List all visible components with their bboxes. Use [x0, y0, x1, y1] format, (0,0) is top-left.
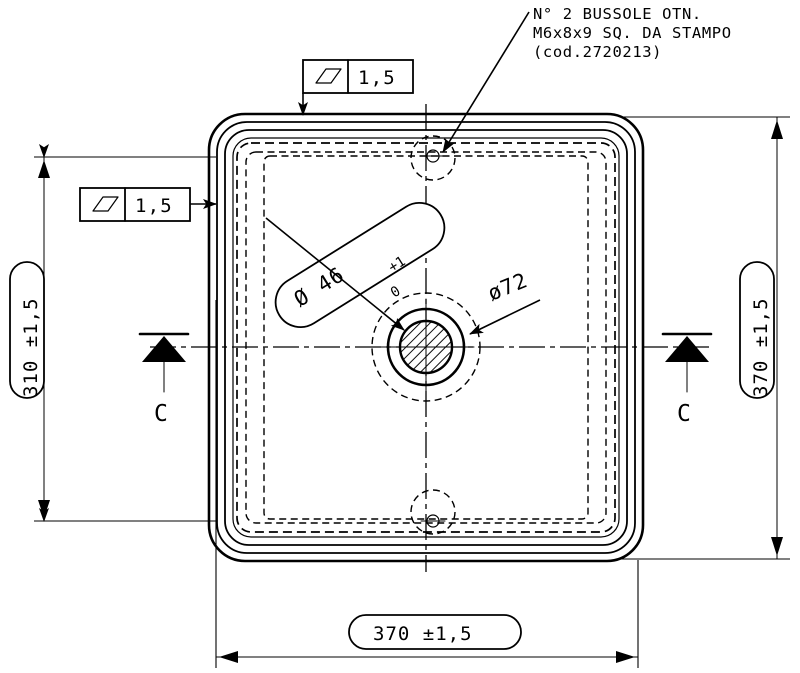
right-dimension-text: 370 ±1,5 — [750, 297, 772, 397]
diameter-46-tol-upper: +1 — [386, 253, 409, 276]
bushing-top-group — [410, 135, 456, 181]
right-dim-arrow-top — [771, 120, 783, 139]
diameter-46-balloon-group — [274, 202, 446, 328]
section-mark-left-group: C — [138, 332, 190, 427]
section-right-label: C — [677, 401, 691, 427]
diameter-46-tol-lower: 0 — [388, 283, 404, 301]
right-dimension-group: 370 ±1,5 — [620, 116, 790, 560]
left-dim-arrow-top — [38, 160, 50, 178]
central-hub-group — [371, 292, 481, 402]
section-mark-right-group: C — [661, 332, 713, 427]
bushing-note-group: N° 2 BUSSOLE OTN. M6x8x9 SQ. DA STAMPO (… — [442, 5, 732, 153]
right-dimension-balloon — [739, 261, 775, 399]
section-left-arrow — [142, 336, 186, 362]
bottom-dimension-balloon — [348, 614, 522, 650]
bushing-note-line-1: N° 2 BUSSOLE OTN. — [533, 5, 702, 23]
top-tolerance-frame-group: 1,5 — [298, 59, 414, 116]
right-dim-arrow-bottom — [771, 537, 783, 556]
parallelism-symbol — [92, 196, 119, 212]
bottom-dim-arrow-left — [219, 651, 238, 663]
bottom-dim-arrow-right — [616, 651, 635, 663]
diameter-72-leader — [469, 299, 541, 335]
top-tolerance-value: 1,5 — [358, 67, 396, 89]
section-right-arrow — [665, 336, 709, 362]
bushing-bottom-hidden-circle — [410, 489, 456, 535]
section-left-label: C — [154, 401, 168, 427]
bushing-note-leader — [442, 11, 530, 153]
bottom-dimension-text: 370 ±1,5 — [373, 623, 473, 645]
left-tolerance-frame — [79, 187, 191, 222]
hub-hidden-circle — [371, 292, 481, 402]
bushing-bottom-group — [410, 489, 456, 535]
left-tolerance-value: 1,5 — [135, 195, 173, 217]
bushing-note-line-3: (cod.2720213) — [533, 43, 662, 61]
left-dimension-group: 310 ±1,5 — [9, 144, 216, 522]
left-tolerance-frame-group: 1,5 — [79, 187, 217, 222]
diameter-46-leader — [265, 217, 405, 331]
bushing-note-line-2: M6x8x9 SQ. DA STAMPO — [533, 24, 732, 42]
bottom-dimension-group: 370 ±1,5 — [215, 300, 639, 668]
bushing-top-hidden-circle — [410, 135, 456, 181]
diameter-72-text: ø72 — [484, 268, 531, 306]
left-dimension-text: 310 ±1,5 — [20, 297, 42, 397]
diameter-46-balloon — [274, 202, 446, 328]
left-dim-arrow-bottom — [38, 500, 50, 518]
parallelism-symbol — [315, 68, 342, 84]
left-dimension-balloon — [9, 261, 45, 399]
